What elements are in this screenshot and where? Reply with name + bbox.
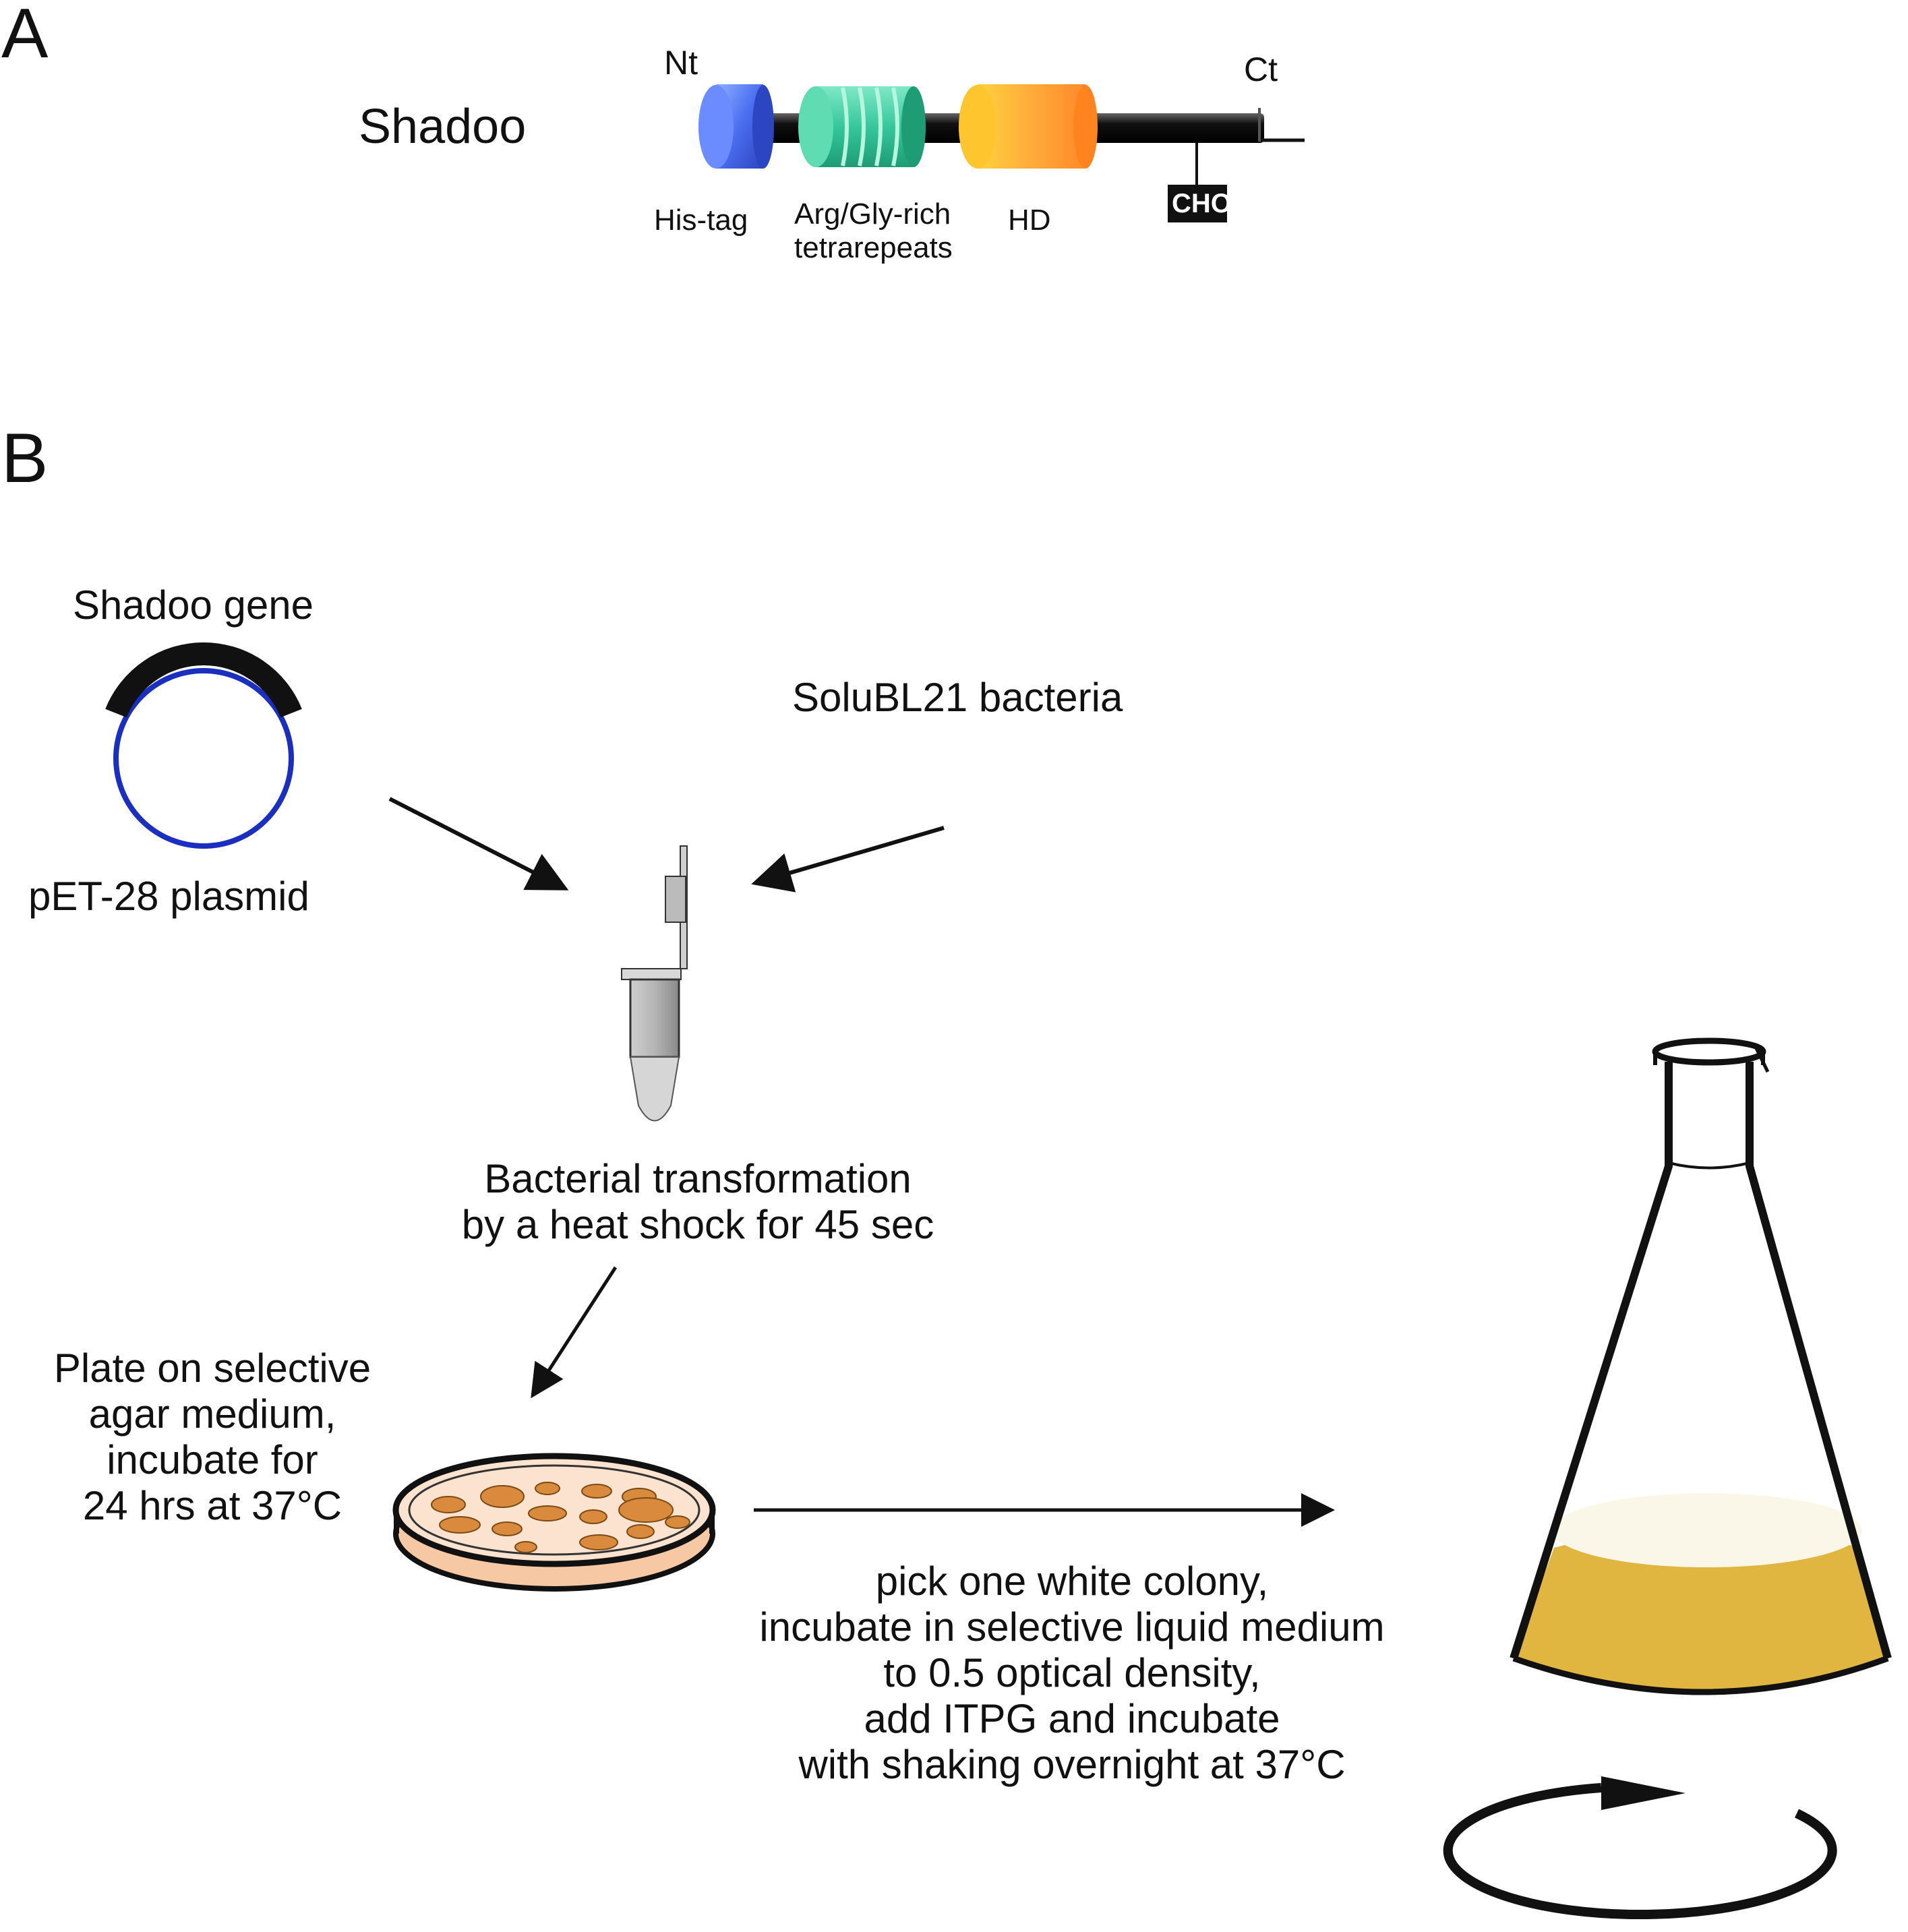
panel-a-letter: A bbox=[1, 0, 49, 73]
arrow-plasmid-to-tube bbox=[388, 797, 569, 890]
n-terminus-label: Nt bbox=[664, 44, 698, 82]
his-tag-label: His-tag bbox=[654, 204, 748, 237]
plate-instructions: Plate on selective agar medium, incubate… bbox=[53, 1346, 371, 1528]
hd-domain bbox=[959, 84, 1098, 169]
culture-surface bbox=[1552, 1493, 1862, 1567]
arg-gly-label-line2: tetrarepeats bbox=[794, 231, 953, 264]
protein-name-label: Shadoo bbox=[359, 100, 527, 154]
erlenmeyer-flask bbox=[1510, 1037, 1892, 1695]
arg-gly-rich-domain bbox=[798, 86, 926, 167]
arg-gly-label-line1: Arg/Gly-rich bbox=[794, 198, 951, 231]
bacterial-colonies bbox=[431, 1482, 690, 1553]
hd-label: HD bbox=[1008, 204, 1051, 237]
plasmid-ring bbox=[113, 668, 294, 849]
culture-liquid bbox=[1514, 1528, 1888, 1694]
pet28-plasmid bbox=[105, 642, 302, 849]
culture-instructions: pick one white colony, incubate in selec… bbox=[759, 1559, 1385, 1787]
bacteria-label: SoluBL21 bacteria bbox=[792, 675, 1123, 720]
cho-label: CHO bbox=[1172, 189, 1232, 218]
c-terminus-label: Ct bbox=[1244, 51, 1278, 88]
shadoo-gene-insert bbox=[105, 642, 302, 718]
arrow-tube-to-plate bbox=[531, 1266, 618, 1399]
panel-b-letter: B bbox=[1, 419, 49, 497]
petri-dish bbox=[392, 1453, 716, 1592]
shaking-rotation-icon bbox=[1443, 1776, 1837, 1920]
shadoo-gene-label: Shadoo gene bbox=[73, 582, 314, 628]
plasmid-label: pET-28 plasmid bbox=[28, 874, 309, 919]
transformation-text: Bacterial transformation by a heat shock… bbox=[461, 1156, 934, 1247]
his-tag-domain bbox=[698, 84, 774, 169]
cho-box bbox=[1168, 185, 1227, 222]
eppendorf-tube bbox=[621, 845, 688, 1122]
shadoo-protein-schematic bbox=[698, 84, 1305, 222]
arrow-bacteria-to-tube bbox=[751, 826, 945, 893]
